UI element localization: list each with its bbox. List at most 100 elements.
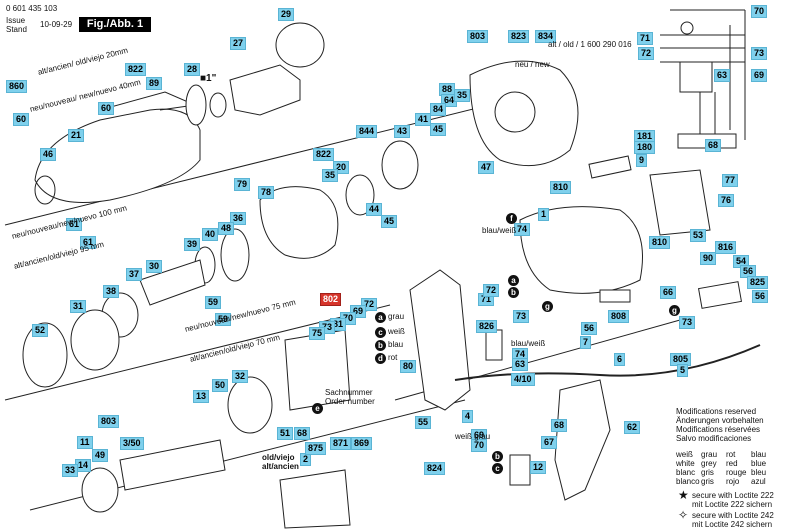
issue-label: Issue	[6, 16, 26, 25]
callout-826: 826	[476, 320, 498, 333]
callout-39: 39	[184, 238, 201, 251]
callout-869: 869	[351, 437, 373, 450]
callout-32: 32	[232, 370, 249, 383]
callout-70c: 70	[471, 439, 488, 452]
label-alt-old: alt / old / 1 600 290 016	[548, 40, 632, 49]
callout-68c: 68	[551, 419, 568, 432]
legend-line: secure with Loctite 242	[692, 511, 774, 520]
callout-5: 5	[677, 364, 689, 377]
callout-4: 4	[462, 410, 474, 423]
callout-51: 51	[277, 427, 294, 440]
callout-60b: 60	[13, 113, 30, 126]
color-cell: blanco	[676, 477, 700, 486]
star-icon: ★	[678, 488, 689, 502]
color-cell: red	[726, 459, 738, 468]
callout-29: 29	[278, 8, 295, 21]
callout-73b: 73	[751, 47, 768, 60]
mods-line-en: Modifications reserved	[676, 407, 757, 416]
callout-28: 28	[184, 63, 201, 76]
callout-824: 824	[424, 462, 446, 475]
marker-a: a	[375, 312, 386, 323]
callout-45b: 45	[381, 215, 398, 228]
callout-77: 77	[722, 174, 739, 187]
callout-11: 11	[77, 436, 93, 449]
square-drive-label: ■1"	[200, 73, 217, 84]
mods-line-de: Änderungen vorbehalten	[676, 416, 764, 425]
callout-27: 27	[230, 37, 247, 50]
marker-b2: b	[508, 287, 519, 298]
callout-50: 50	[212, 379, 229, 392]
callout-78: 78	[258, 186, 275, 199]
callout-49: 49	[92, 449, 109, 462]
doc-number: 0 601 435 103	[6, 4, 58, 13]
callout-73d: 73	[513, 310, 530, 323]
legend-loctite-222: ★ secure with Loctite 222 mit Loctite 22…	[678, 489, 774, 509]
callout-70: 70	[751, 5, 768, 18]
callout-53: 53	[690, 229, 707, 242]
marker-a2: a	[508, 275, 519, 286]
callout-823: 823	[508, 30, 530, 43]
callout-35: 35	[322, 169, 339, 182]
marker-e: e	[312, 403, 323, 414]
callout-62: 62	[624, 421, 641, 434]
marker-d: d	[375, 353, 386, 364]
color-cell: blau	[751, 450, 767, 459]
callout-61b: 61	[80, 236, 97, 249]
marker-b3: b	[492, 451, 503, 462]
callout-13: 13	[193, 390, 210, 403]
callout-844: 844	[356, 125, 378, 138]
label-blau-weiss: blau/weiß	[482, 226, 517, 235]
callout-56c: 56	[581, 322, 598, 335]
color-cell: blanc	[676, 468, 696, 477]
label-sachnummer: Sachnummer	[325, 388, 373, 397]
color-cell: rot	[726, 450, 736, 459]
label-weiss-grau: weiß grau	[455, 432, 491, 441]
callout-803: 803	[467, 30, 489, 43]
callout-860: 860	[6, 80, 28, 93]
callout-52: 52	[32, 324, 49, 337]
legend-line: mit Loctite 222 sichern	[692, 500, 773, 509]
callout-30: 30	[146, 260, 163, 273]
legend-line: secure with Loctite 222	[692, 491, 774, 500]
color-cell: rouge	[726, 468, 747, 477]
marker-c: c	[375, 327, 386, 338]
callout-68: 68	[705, 139, 722, 152]
stand-label: Stand	[6, 25, 27, 34]
wire-label-blau: blau	[388, 340, 404, 349]
marker-g2: g	[669, 305, 680, 316]
callout-59: 59	[205, 296, 222, 309]
callout-74: 74	[514, 223, 531, 236]
outline-star-icon: ✧	[678, 508, 689, 522]
callout-80: 80	[400, 360, 417, 373]
callout-59b: 59	[215, 313, 232, 326]
callout-40: 40	[202, 228, 219, 241]
callout-68b: 68	[294, 427, 311, 440]
wire-label-grau: grau	[388, 312, 405, 321]
color-cell: gris	[701, 477, 714, 486]
legend-line: mit Loctite 242 sichern	[692, 520, 773, 529]
callout-802: 802	[320, 293, 342, 306]
callout-61: 61	[66, 218, 83, 231]
color-cell: blue	[751, 459, 767, 468]
mods-line-es: Salvo modificaciones	[676, 434, 752, 443]
callout-66: 66	[660, 286, 677, 299]
callout-67: 67	[541, 436, 558, 449]
label-blau-weiss-2: blau/weiß	[511, 339, 546, 348]
marker-b: b	[375, 340, 386, 351]
color-cell: gris	[701, 468, 714, 477]
callout-810b: 810	[649, 236, 671, 249]
callout-810: 810	[550, 181, 572, 194]
callout-35b: 35	[454, 89, 471, 102]
label-neu-new: neu / new	[515, 60, 550, 69]
color-cell: grey	[701, 459, 717, 468]
callout-44: 44	[366, 203, 383, 216]
callout-60: 60	[98, 102, 115, 115]
callout-79: 79	[234, 178, 251, 191]
legend-loctite-242: ✧ secure with Loctite 242 mit Loctite 24…	[678, 509, 774, 529]
color-cell: white	[676, 459, 695, 468]
callout-6: 6	[614, 353, 626, 366]
callout-46: 46	[40, 148, 57, 161]
